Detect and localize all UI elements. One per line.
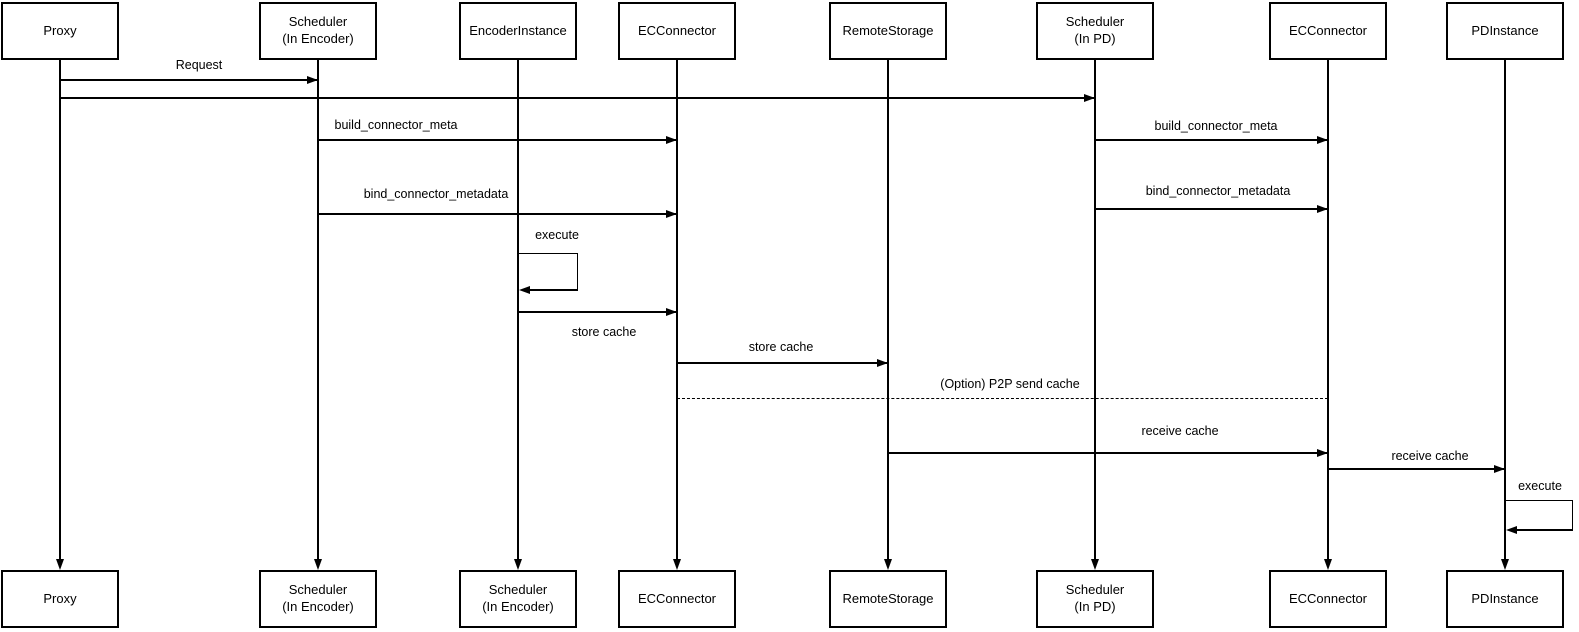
lifeline-bottom-arrowhead-remote-storage (883, 559, 892, 570)
actor-top-box-proxy: Proxy (1, 2, 119, 60)
message-label-build-connector-meta-encoder: build_connector_meta (334, 118, 458, 132)
message-line-p2p-send-cache (677, 398, 1328, 400)
lifeline-bottom-arrowhead-pd-instance (1500, 559, 1509, 570)
message-arrowhead-bind-connector-metadata-encoder (666, 209, 677, 218)
message-line-bind-connector-metadata-encoder (318, 213, 677, 215)
lifeline-bottom-arrowhead-scheduler-in-pd (1090, 559, 1099, 570)
message-label-p2p-send-cache: (Option) P2P send cache (940, 377, 1080, 391)
actor-top-box-encoder-instance: EncoderInstance (459, 2, 577, 60)
message-label-bind-connector-metadata-encoder: bind_connector_metadata (363, 187, 509, 201)
lifeline-pd-instance (1504, 60, 1506, 560)
actor-bottom-box-encoder-instance: Scheduler (In Encoder) (459, 570, 577, 628)
message-label-receive-cache-pd: receive cache (1391, 449, 1469, 463)
lifeline-remote-storage (887, 60, 889, 560)
self-loop-bottom-execute-pd (1514, 529, 1573, 531)
message-arrowhead-request-to-pd (1084, 93, 1095, 102)
message-arrowhead-receive-cache-pd (1494, 464, 1505, 473)
self-loop-top-execute-pd (1505, 500, 1572, 502)
message-line-receive-cache-remote (888, 452, 1328, 454)
message-arrowhead-receive-cache-remote (1317, 448, 1328, 457)
actor-top-box-pd-instance: PDInstance (1446, 2, 1564, 60)
actor-bottom-box-scheduler-in-encoder: Scheduler (In Encoder) (259, 570, 377, 628)
lifeline-scheduler-in-pd (1094, 60, 1096, 560)
actor-top-box-ec-connector-left: ECConnector (618, 2, 736, 60)
message-arrowhead-request (307, 75, 318, 84)
message-line-build-connector-meta-pd (1095, 139, 1328, 141)
actor-bottom-box-ec-connector-left: ECConnector (618, 570, 736, 628)
self-loop-bottom-execute-encoder (527, 289, 578, 291)
actor-bottom-box-remote-storage: RemoteStorage (829, 570, 947, 628)
actor-top-box-scheduler-in-pd: Scheduler (In PD) (1036, 2, 1154, 60)
self-loop-label-execute-pd: execute (1518, 479, 1562, 493)
lifeline-encoder-instance (517, 60, 519, 560)
actor-bottom-box-pd-instance: PDInstance (1446, 570, 1564, 628)
self-loop-arrowhead-execute-pd (1505, 525, 1517, 534)
actor-top-box-scheduler-in-encoder: Scheduler (In Encoder) (259, 2, 377, 60)
message-label-request: Request (175, 58, 223, 72)
lifeline-ec-connector-right (1327, 60, 1329, 560)
message-line-request (60, 79, 318, 81)
message-line-store-cache-encoder (518, 311, 677, 313)
message-label-store-cache-remote: store cache (748, 340, 814, 354)
message-arrowhead-bind-connector-metadata-pd (1317, 204, 1328, 213)
actor-bottom-box-scheduler-in-pd: Scheduler (In PD) (1036, 570, 1154, 628)
message-line-bind-connector-metadata-pd (1095, 208, 1328, 210)
actor-top-box-remote-storage: RemoteStorage (829, 2, 947, 60)
self-loop-arrowhead-execute-encoder (518, 285, 530, 294)
lifeline-bottom-arrowhead-proxy (55, 559, 64, 570)
message-label-store-cache-encoder: store cache (571, 325, 637, 339)
message-label-receive-cache-remote: receive cache (1141, 424, 1219, 438)
lifeline-bottom-arrowhead-ec-connector-right (1323, 559, 1332, 570)
message-label-build-connector-meta-pd: build_connector_meta (1154, 119, 1278, 133)
message-line-build-connector-meta-encoder (318, 139, 677, 141)
actor-bottom-box-ec-connector-right: ECConnector (1269, 570, 1387, 628)
message-arrowhead-build-connector-meta-pd (1317, 135, 1328, 144)
self-loop-right-execute-pd (1572, 500, 1574, 530)
message-label-bind-connector-metadata-pd: bind_connector_metadata (1145, 184, 1291, 198)
message-arrowhead-store-cache-encoder (666, 307, 677, 316)
self-loop-right-execute-encoder (577, 253, 579, 290)
lifeline-proxy (59, 60, 61, 560)
lifeline-bottom-arrowhead-scheduler-in-encoder (313, 559, 322, 570)
message-line-store-cache-remote (677, 362, 888, 364)
self-loop-label-execute-encoder: execute (535, 228, 579, 242)
lifeline-scheduler-in-encoder (317, 60, 319, 560)
lifeline-bottom-arrowhead-ec-connector-left (672, 559, 681, 570)
self-loop-top-execute-encoder (518, 253, 577, 255)
actor-bottom-box-proxy: Proxy (1, 570, 119, 628)
message-line-receive-cache-pd (1328, 468, 1505, 470)
message-arrowhead-build-connector-meta-encoder (666, 135, 677, 144)
message-arrowhead-store-cache-remote (877, 358, 888, 367)
message-line-request-to-pd (60, 97, 1095, 99)
lifeline-bottom-arrowhead-encoder-instance (513, 559, 522, 570)
actor-top-box-ec-connector-right: ECConnector (1269, 2, 1387, 60)
